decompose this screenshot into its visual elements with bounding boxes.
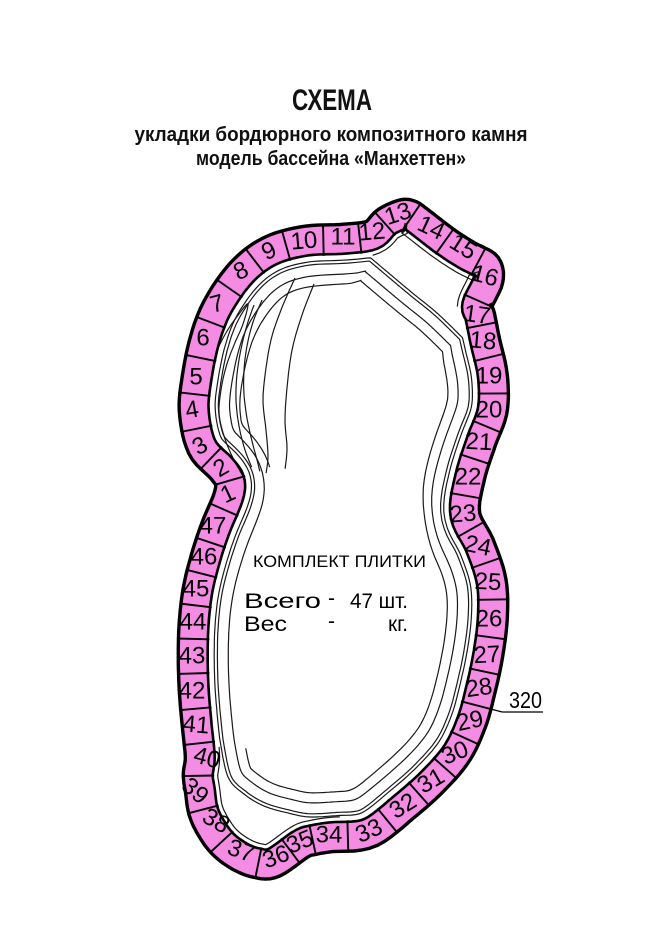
svg-text:КОМПЛЕКТ ПЛИТКИ: КОМПЛЕКТ ПЛИТКИ [253, 552, 426, 571]
svg-text:320: 320 [509, 687, 542, 713]
svg-text:47 шт.: 47 шт. [350, 590, 408, 613]
svg-text:12: 12 [358, 217, 387, 246]
svg-text:44: 44 [180, 609, 207, 636]
svg-text:23: 23 [449, 499, 478, 528]
svg-text:19: 19 [476, 363, 503, 390]
svg-text:5: 5 [189, 364, 202, 391]
svg-text:11: 11 [331, 224, 356, 251]
svg-text:28: 28 [464, 673, 494, 703]
svg-text:18: 18 [469, 326, 498, 355]
svg-text:17: 17 [462, 300, 492, 330]
svg-text:34: 34 [316, 822, 343, 849]
svg-text:43: 43 [179, 643, 206, 670]
svg-text:модель бассейна «Манхеттен»: модель бассейна «Манхеттен» [196, 148, 466, 170]
svg-text:41: 41 [182, 710, 211, 739]
svg-text:47: 47 [200, 513, 227, 540]
svg-text:Всего: Всего [244, 590, 321, 613]
svg-text:45: 45 [183, 576, 210, 603]
svg-text:СХЕМА: СХЕМА [292, 84, 372, 117]
svg-text:46: 46 [191, 544, 218, 571]
svg-text:26: 26 [476, 606, 503, 633]
svg-text:29: 29 [454, 705, 486, 737]
svg-text:21: 21 [465, 428, 493, 456]
svg-text:22: 22 [455, 464, 482, 491]
svg-text:Вес: Вес [244, 613, 287, 636]
svg-text:20: 20 [476, 397, 503, 424]
svg-text:10: 10 [290, 226, 319, 255]
svg-text:25: 25 [474, 568, 502, 596]
svg-text:27: 27 [473, 641, 501, 669]
svg-text:кг.: кг. [388, 613, 408, 636]
svg-text:6: 6 [196, 325, 209, 352]
svg-text:-: - [328, 610, 335, 633]
svg-text:24: 24 [462, 530, 494, 562]
svg-text:укладки бордюрного композитног: укладки бордюрного композитного камня [135, 124, 528, 146]
svg-text:42: 42 [179, 678, 206, 705]
svg-text:-: - [328, 587, 335, 610]
